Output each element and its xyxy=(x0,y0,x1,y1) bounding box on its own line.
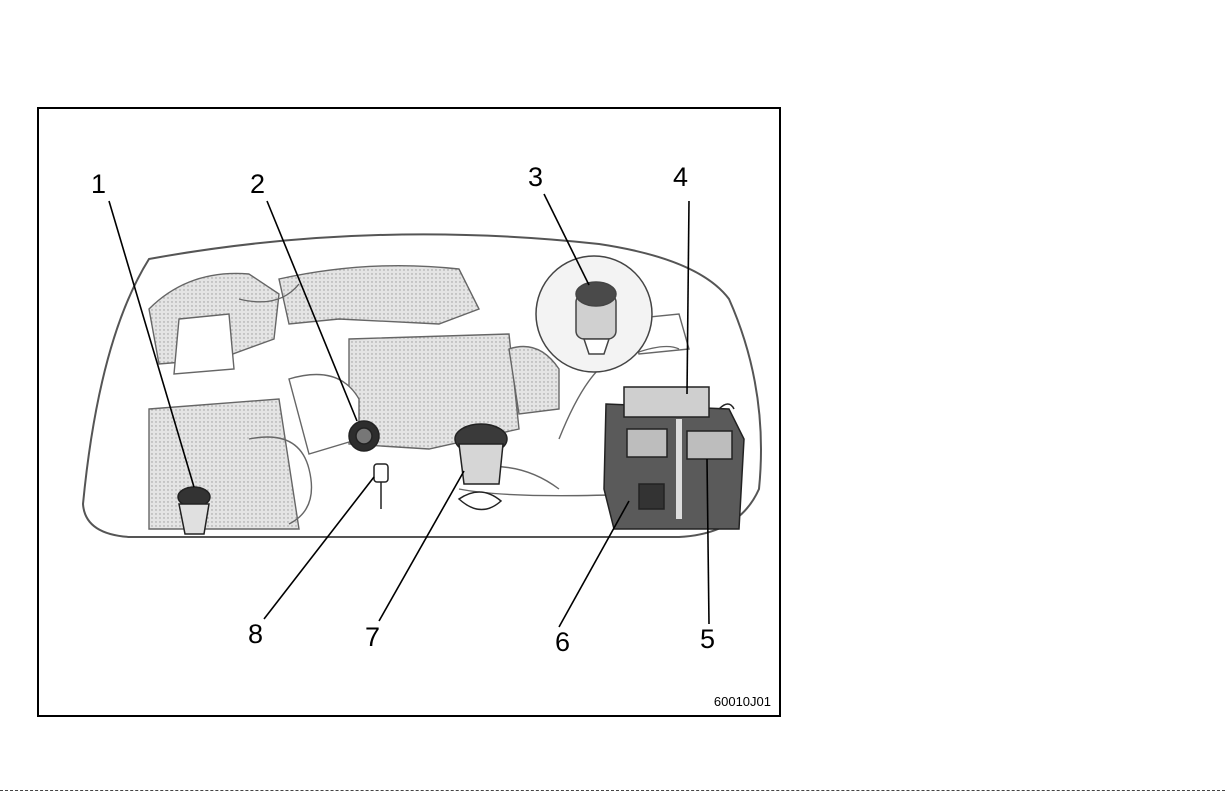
callout-8: 8 xyxy=(248,621,263,648)
washer-fluid-reservoir xyxy=(455,424,507,510)
callout-5: 5 xyxy=(700,626,715,653)
figure-code: 60010J01 xyxy=(714,694,771,709)
brake-fluid-reservoir xyxy=(536,256,652,372)
oil-filler-cap xyxy=(349,421,379,451)
callout-2: 2 xyxy=(250,171,265,198)
callout-7: 7 xyxy=(365,624,380,651)
diagram-frame: 1 2 3 4 5 6 7 8 60010J01 xyxy=(37,107,781,717)
engine-bay-illustration xyxy=(39,109,779,715)
callout-4: 4 xyxy=(673,164,688,191)
callout-3: 3 xyxy=(528,164,543,191)
page-bottom-rule xyxy=(0,790,1225,791)
oil-dipstick xyxy=(374,464,388,509)
callout-6: 6 xyxy=(555,629,570,656)
callout-1: 1 xyxy=(91,171,106,198)
